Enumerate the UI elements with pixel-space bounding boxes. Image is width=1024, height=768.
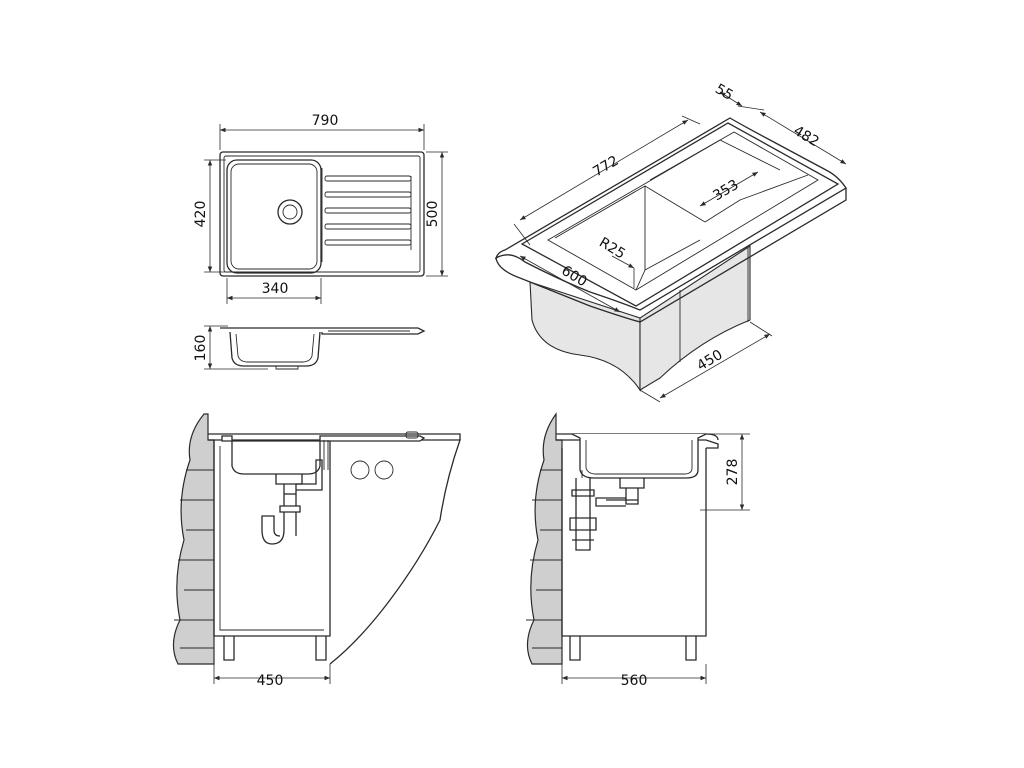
dim-depth-278: 278 xyxy=(725,459,741,486)
top-view-outline xyxy=(219,151,425,277)
drain-pipe-icon xyxy=(569,470,645,551)
top-view-inner-rim xyxy=(223,155,421,273)
install-sink-side xyxy=(571,433,707,479)
top-view: 790 420 500 340 xyxy=(193,113,448,304)
side-view-bowl xyxy=(229,331,321,367)
wall-bricks-side xyxy=(526,469,562,649)
dim-height-160: 160 xyxy=(193,335,209,362)
dim-depth-500: 500 xyxy=(425,201,441,228)
wall-left xyxy=(172,413,215,665)
cabinet-legs xyxy=(223,636,327,661)
cabinet-legs-side xyxy=(569,636,697,661)
sink-bowl-inner xyxy=(230,163,318,270)
valve-icon xyxy=(350,460,370,480)
sink-bowl xyxy=(226,159,322,274)
dim-cabinet-depth-560: 560 xyxy=(621,673,648,689)
dim-width-790: 790 xyxy=(312,113,339,129)
side-view-rim xyxy=(220,327,426,335)
siphon-icon xyxy=(261,459,323,545)
dim-top-strip-55: 55 xyxy=(712,81,735,104)
wall-bricks xyxy=(174,469,214,649)
countertop-front xyxy=(208,439,461,665)
cabinet-side-body xyxy=(561,448,707,637)
drainer-ribs xyxy=(321,168,412,262)
drain-icon xyxy=(277,199,303,225)
dim-cabinet-width-450: 450 xyxy=(257,673,284,689)
install-side-view: 278 560 xyxy=(526,412,750,689)
drain-inner-icon xyxy=(282,204,298,220)
dim-length-772: 772 xyxy=(590,153,621,180)
side-view: 160 xyxy=(193,325,426,370)
isometric-view: 55 772 482 353 R25 600 450 xyxy=(494,81,847,403)
cabinet-front-body xyxy=(213,440,331,637)
dim-cabinet-side-450: 450 xyxy=(694,347,725,374)
valve-icon xyxy=(374,460,394,480)
dim-bowl-width-340: 340 xyxy=(262,281,289,297)
wall-right xyxy=(526,412,563,665)
install-front-view: 450 xyxy=(172,413,461,689)
dim-bowl-height-420: 420 xyxy=(193,201,209,228)
install-sink xyxy=(221,435,426,475)
